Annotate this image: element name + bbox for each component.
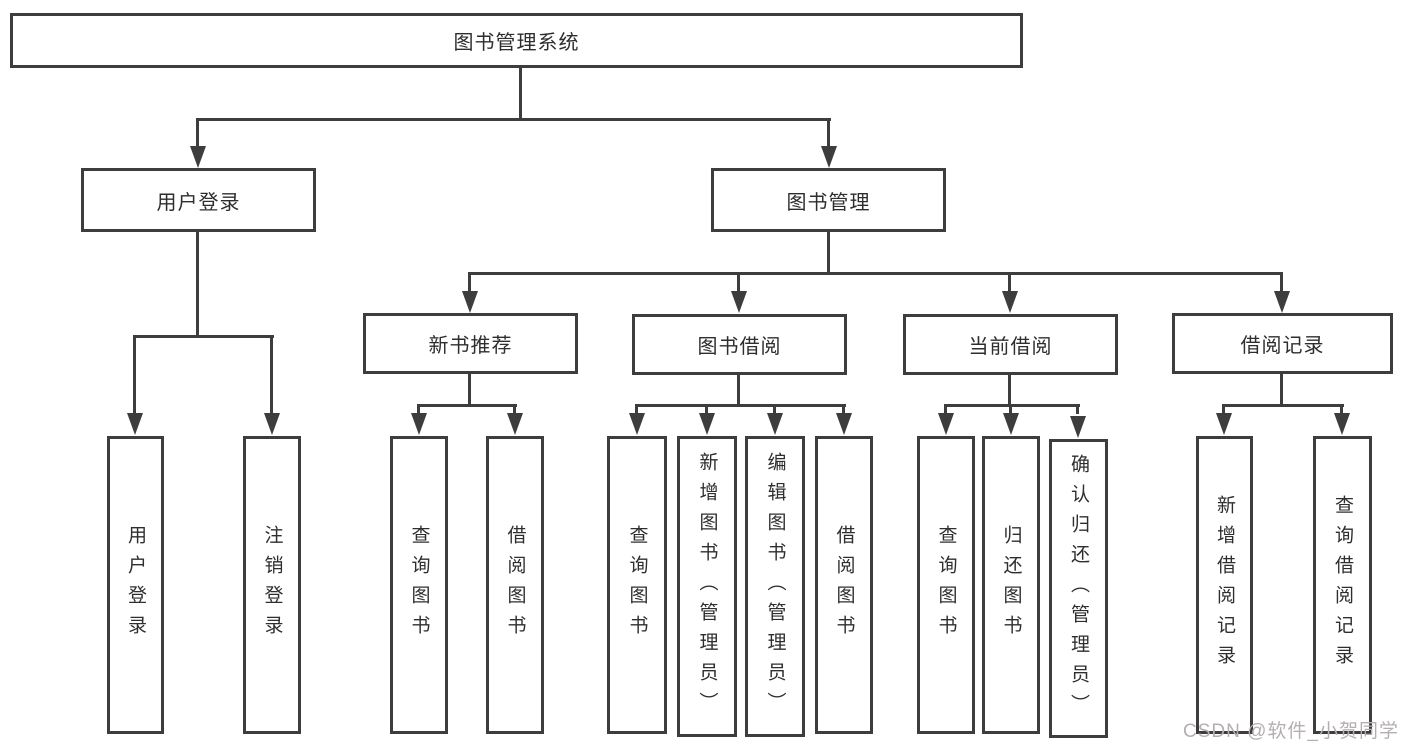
connector-line: [635, 404, 846, 407]
leaf-borrow-books-borrowing: 借阅图书: [815, 436, 873, 734]
connector-line: [519, 68, 522, 121]
node-user-login: 用户登录: [81, 168, 316, 232]
connector-line: [133, 335, 274, 338]
connector-line: [133, 335, 136, 415]
node-borrowing-records: 借阅记录: [1172, 313, 1393, 374]
leaf-query-books-current: 查询图书: [917, 436, 975, 734]
connector-line: [196, 232, 199, 338]
node-current-borrowing: 当前借阅: [903, 314, 1118, 375]
node-book-management: 图书管理: [711, 168, 946, 232]
connector-line: [417, 404, 420, 414]
arrow-down-icon: [699, 413, 715, 435]
connector-line: [737, 375, 740, 407]
leaf-query-books-borrowing: 查询图书: [607, 436, 667, 734]
node-new-book-recommendation: 新书推荐: [363, 313, 578, 374]
leaf-user-login: 用户登录: [107, 436, 164, 734]
leaf-logout: 注销登录: [243, 436, 301, 734]
arrow-down-icon: [462, 291, 478, 313]
arrow-down-icon: [1334, 413, 1350, 435]
arrow-down-icon: [938, 413, 954, 435]
arrow-down-icon: [1216, 413, 1232, 435]
arrow-down-icon: [411, 413, 427, 435]
arrow-down-icon: [507, 413, 523, 435]
leaf-edit-books-admin: 编辑图书（管理员）: [745, 436, 805, 737]
arrow-down-icon: [127, 413, 143, 435]
connector-line: [944, 404, 947, 414]
arrow-down-icon: [1003, 413, 1019, 435]
connector-line: [270, 335, 273, 415]
connector-line: [705, 404, 708, 414]
connector-line: [1076, 404, 1079, 414]
connector-line: [773, 404, 776, 414]
arrow-down-icon: [821, 146, 837, 168]
connector-line: [1280, 272, 1283, 292]
connector-line: [737, 272, 740, 292]
leaf-query-books-recommend: 查询图书: [390, 436, 448, 734]
leaf-query-borrowing-record: 查询借阅记录: [1313, 436, 1372, 734]
connector-line: [513, 404, 516, 414]
arrow-down-icon: [264, 413, 280, 435]
node-book-borrowing: 图书借阅: [632, 314, 847, 375]
arrow-down-icon: [731, 291, 747, 313]
arrow-down-icon: [1002, 291, 1018, 313]
leaf-add-borrowing-record: 新增借阅记录: [1196, 436, 1253, 734]
connector-line: [1008, 375, 1011, 407]
connector-line: [1340, 404, 1343, 414]
connector-line: [1222, 404, 1225, 414]
connector-line: [635, 404, 638, 414]
connector-line: [827, 232, 830, 275]
connector-line: [468, 374, 471, 407]
arrow-down-icon: [629, 413, 645, 435]
arrow-down-icon: [836, 413, 852, 435]
node-library-management-system: 图书管理系统: [10, 13, 1023, 68]
connector-line: [1280, 374, 1283, 407]
connector-line: [196, 118, 199, 150]
connector-line: [1008, 272, 1011, 292]
connector-line: [1009, 404, 1012, 414]
connector-line: [944, 404, 1080, 407]
connector-line: [196, 118, 831, 121]
connector-line: [468, 272, 471, 292]
connector-line: [468, 272, 1283, 275]
leaf-return-books: 归还图书: [982, 436, 1040, 734]
connector-line: [827, 118, 830, 150]
arrow-down-icon: [767, 413, 783, 435]
connector-line: [842, 404, 845, 414]
leaf-confirm-return-admin: 确认归还（管理员）: [1049, 439, 1108, 738]
connector-line: [1222, 404, 1344, 407]
connector-line: [417, 404, 517, 407]
leaf-borrow-books-recommend: 借阅图书: [486, 436, 544, 734]
csdn-watermark: CSDN @软件_小贺同学: [1183, 721, 1399, 742]
leaf-add-books-admin: 新增图书（管理员）: [677, 436, 737, 737]
arrow-down-icon: [1070, 416, 1086, 438]
arrow-down-icon: [1274, 291, 1290, 313]
arrow-down-icon: [190, 146, 206, 168]
